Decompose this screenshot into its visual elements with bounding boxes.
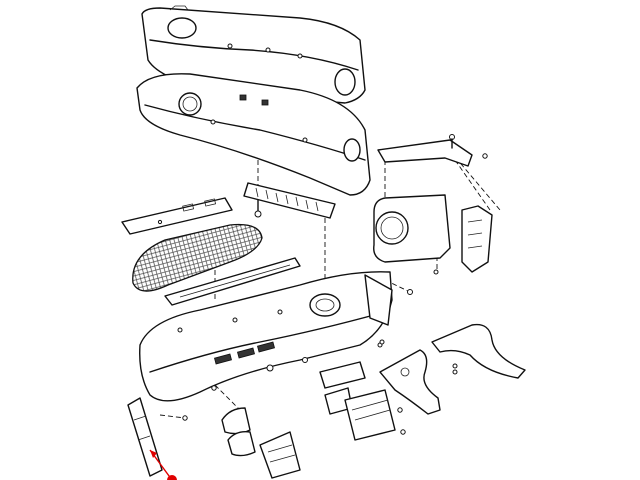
lower-splash-shield-icon <box>127 397 301 479</box>
upper-grille-strip-icon <box>121 197 233 235</box>
center-grille-bracket-icon <box>243 182 336 219</box>
corner-bracket-icon <box>377 323 526 415</box>
fog-lamp-brackets-icon <box>221 357 406 457</box>
highlight-marker-icon <box>149 449 177 480</box>
mesh-grille-icon <box>132 223 263 292</box>
right-side-bracket-icon <box>373 134 493 275</box>
bumper-fascia-icon <box>136 73 371 196</box>
fasteners-icon <box>182 289 458 421</box>
lower-bumper-assembly-icon <box>139 257 393 402</box>
